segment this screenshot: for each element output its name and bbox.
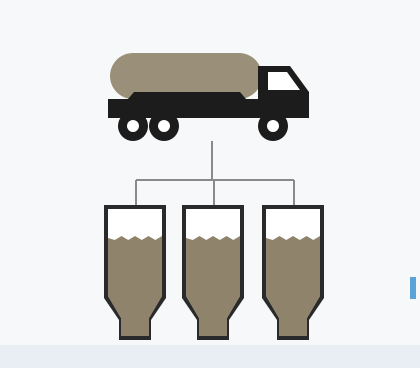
- wheel-rear-1: [118, 111, 148, 141]
- wheel-front: [258, 111, 288, 141]
- silo-left-icon: [104, 205, 166, 340]
- silo-middle-icon: [182, 205, 244, 340]
- tank-saddle: [128, 92, 246, 99]
- silo-material: [266, 236, 320, 336]
- edge-accent: [410, 277, 416, 299]
- bottom-band: [0, 345, 420, 368]
- wheel-rear-2: [149, 111, 179, 141]
- silo-group: [104, 205, 324, 340]
- tanker-truck-icon: [108, 53, 309, 141]
- silo-material: [108, 236, 162, 336]
- silo-material: [186, 236, 240, 336]
- silo-right-icon: [262, 205, 324, 340]
- distribution-lines: [136, 141, 294, 205]
